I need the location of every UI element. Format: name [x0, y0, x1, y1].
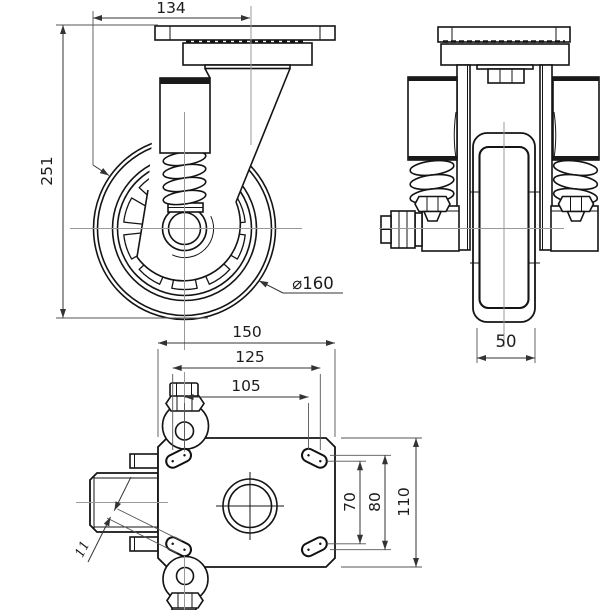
- front-top-plate: [437, 26, 571, 84]
- dim-bolt-spacing-narrow: 105: [231, 377, 261, 395]
- dim-slot-callout: 11: [72, 476, 183, 563]
- front-wheel: [470, 132, 540, 323]
- plan-view: [76, 372, 336, 610]
- side-top-plate: [154, 25, 336, 70]
- dimensions: 134 251 ⌀160 50 150 125 105 70: [38, 0, 536, 568]
- dim-plate-depth: 110: [395, 487, 413, 517]
- dim-side-width: 134: [156, 0, 186, 17]
- front-springs: [409, 159, 599, 222]
- plan-center-hole: [216, 472, 284, 540]
- axle-nut: [390, 210, 416, 249]
- plan-spring-bottom: [162, 555, 209, 610]
- dim-bolt-spacing-v-narrow: 70: [341, 492, 359, 512]
- dim-side-height: 251: [38, 156, 56, 186]
- kingpin-bolt: [487, 68, 525, 84]
- dim-bolt-spacing-v-wide: 80: [366, 492, 384, 512]
- front-view: [379, 26, 600, 347]
- side-view: [70, 6, 336, 350]
- dim-bolt-spacing-wide: 125: [235, 348, 265, 366]
- dim-plate-width: 150: [232, 323, 262, 341]
- front-spring-housings: [407, 76, 600, 161]
- plan-bolt-slots: [162, 445, 331, 560]
- dim-wheel-width: 50: [496, 332, 517, 351]
- dim-wheel-diameter: ⌀160: [292, 274, 333, 293]
- dim-slot-width: 11: [72, 539, 93, 561]
- plan-spring-top: [161, 382, 210, 450]
